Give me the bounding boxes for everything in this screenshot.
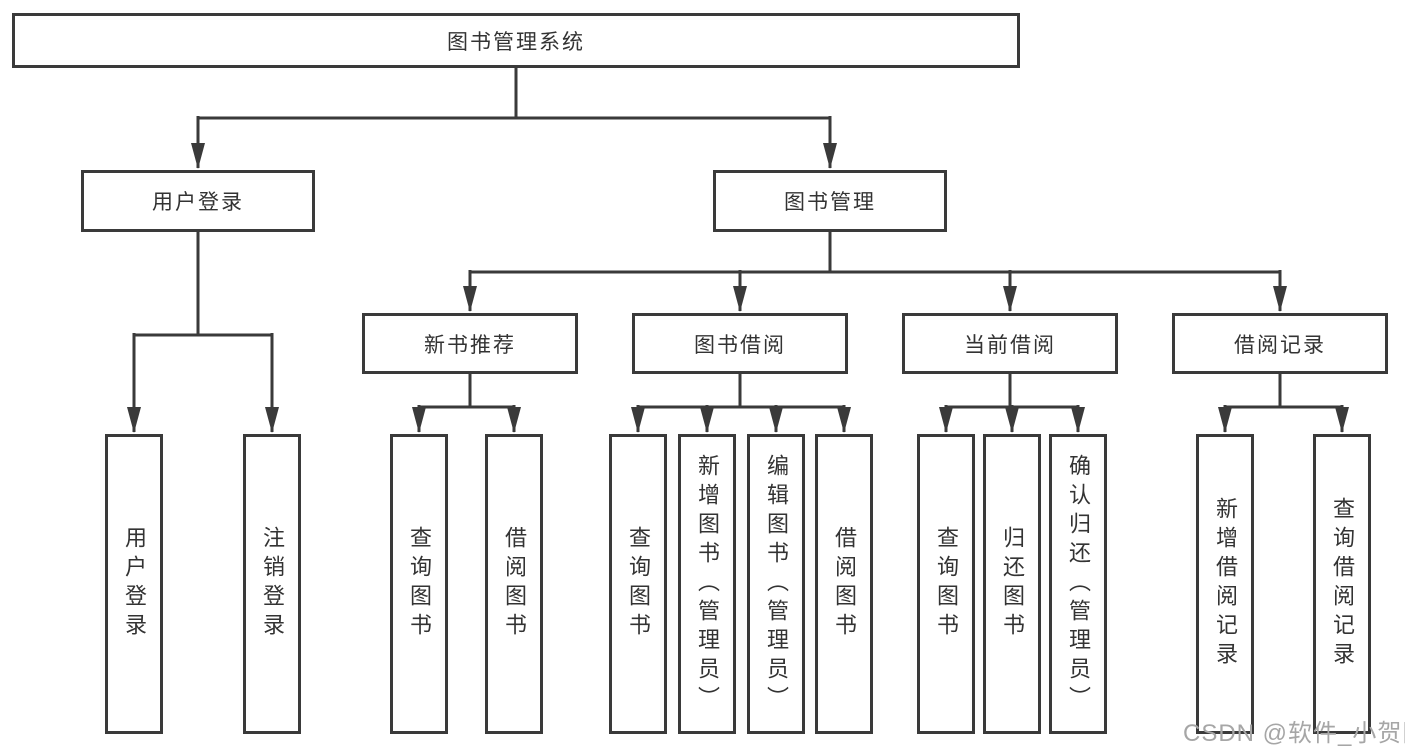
node-user-login: 用户登录: [81, 170, 315, 232]
leaf-bb-query-book: 查询图书: [609, 434, 667, 734]
leaf-rec-borrow-book: 借阅图书: [485, 434, 543, 734]
leaf-user-login: 用户登录: [105, 434, 163, 734]
node-system-root: 图书管理系统: [12, 13, 1020, 68]
node-label: 图书管理: [784, 191, 876, 214]
leaf-br-query-record: 查询借阅记录: [1313, 434, 1371, 734]
node-current-borrow: 当前借阅: [902, 313, 1118, 374]
node-label: 新书推荐: [424, 333, 516, 357]
node-book-borrow: 图书借阅: [632, 313, 848, 374]
node-label: 用户登录: [152, 191, 244, 214]
node-label: 当前借阅: [964, 333, 1056, 357]
leaf-logout: 注销登录: [243, 434, 301, 734]
leaf-bb-add-book-admin: 新增图书（管理员）: [678, 434, 736, 734]
leaf-cb-confirm-return-admin: 确认归还（管理员）: [1049, 434, 1107, 734]
node-book-management: 图书管理: [713, 170, 947, 232]
csdn-watermark: CSDN @软件_小贺同学: [1183, 720, 1405, 747]
leaf-rec-query-book: 查询图书: [390, 434, 448, 734]
leaf-br-add-record: 新增借阅记录: [1196, 434, 1254, 734]
node-label: 图书管理系统: [447, 30, 585, 54]
leaf-cb-return-book: 归还图书: [983, 434, 1041, 734]
node-label: 借阅记录: [1234, 333, 1326, 357]
leaf-bb-edit-book-admin: 编辑图书（管理员）: [747, 434, 805, 734]
leaf-bb-borrow-book: 借阅图书: [815, 434, 873, 734]
node-label: 图书借阅: [694, 333, 786, 357]
node-new-book-recommend: 新书推荐: [362, 313, 578, 374]
leaf-cb-query-book: 查询图书: [917, 434, 975, 734]
node-borrow-record: 借阅记录: [1172, 313, 1388, 374]
